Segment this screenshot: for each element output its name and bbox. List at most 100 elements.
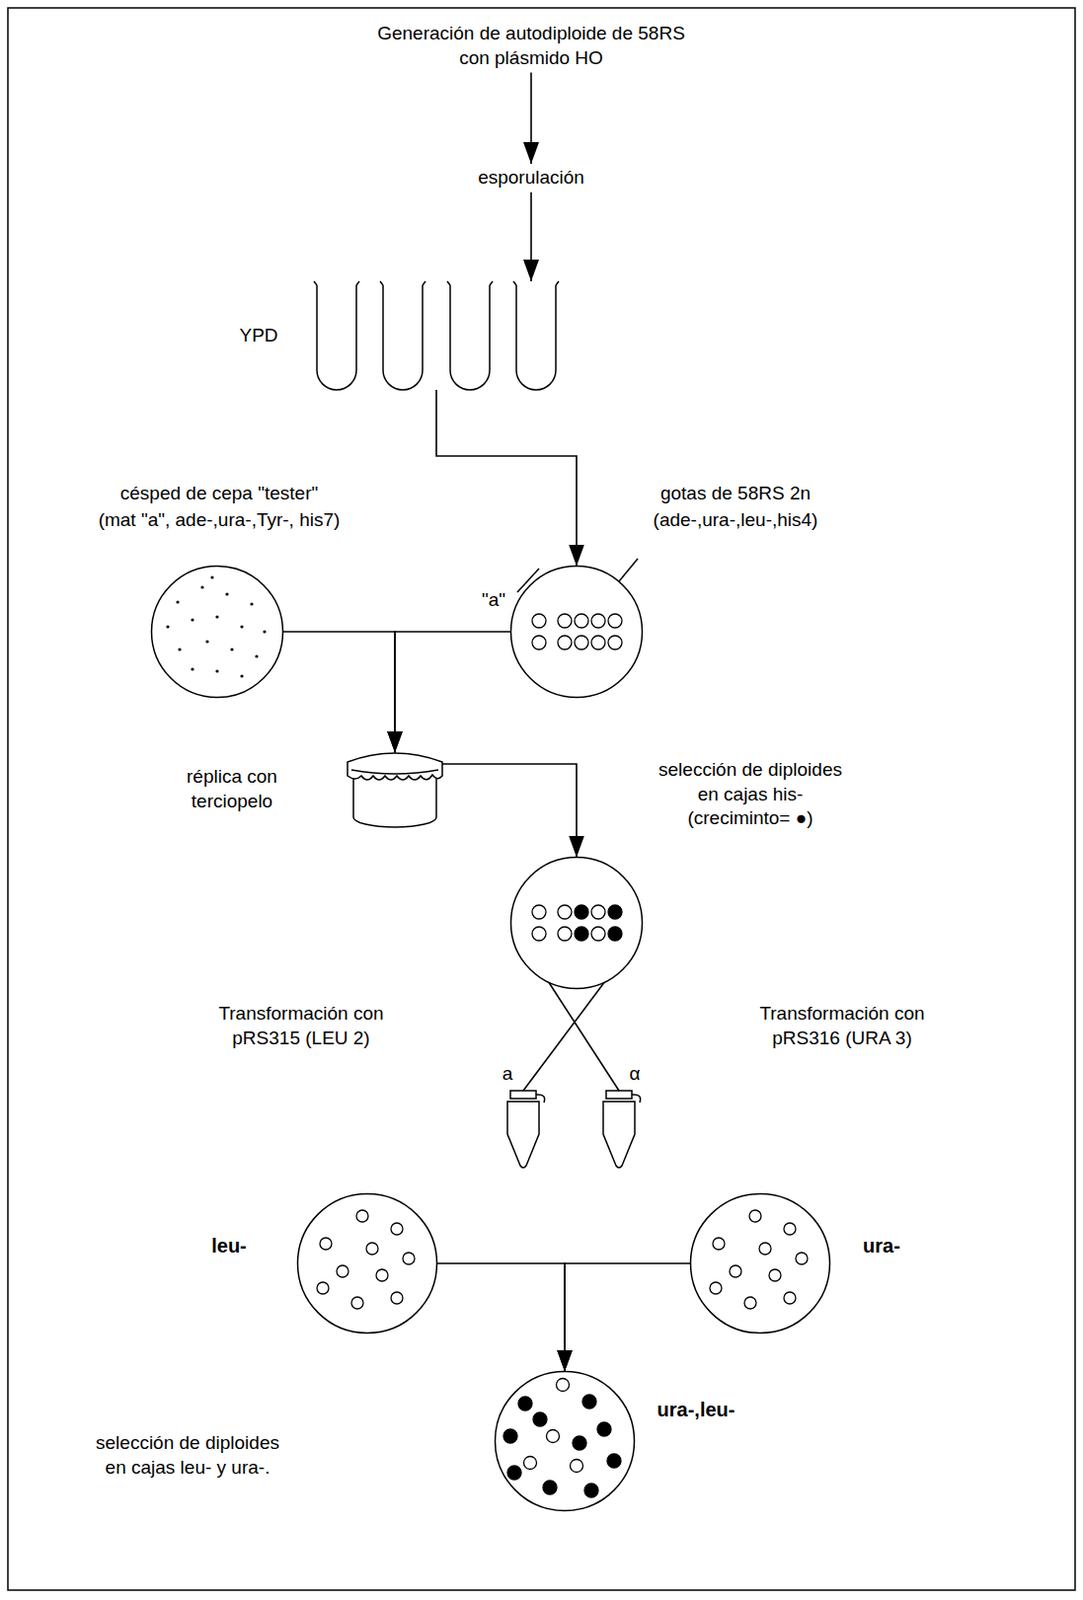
drop — [608, 635, 622, 650]
tube-lip — [513, 281, 559, 286]
drop — [557, 905, 572, 920]
petri-dish-outline — [493, 1370, 636, 1513]
leu-colonies — [316, 1210, 415, 1310]
velvet-replicator-outline — [345, 742, 445, 830]
connector-arrow — [394, 631, 512, 754]
velvet-cloth — [347, 753, 443, 780]
grown-colony — [507, 1466, 522, 1480]
tube-body — [603, 1101, 635, 1168]
drop — [532, 905, 546, 920]
petri-dish: selección de diploides en cajas his- (cr… — [509, 855, 644, 991]
node-label: gotas de 58RS 2n — [660, 481, 811, 507]
grown-colony — [533, 1412, 547, 1427]
grown-colony — [503, 1429, 518, 1444]
connector-arrow — [523, 982, 605, 1091]
colony — [570, 1460, 584, 1473]
step-text: Generación de autodiploide de 58RS con p… — [364, 19, 698, 73]
lawn-dot — [200, 585, 204, 589]
node-label: (mat "a", ade-,ura-,Tyr-, his7) — [98, 508, 341, 534]
node-label: césped de cepa "tester" — [120, 481, 318, 507]
test-tube — [516, 285, 556, 390]
grown-colony — [582, 1394, 597, 1409]
colony — [319, 1237, 332, 1250]
colony — [336, 1265, 349, 1278]
colony — [709, 1282, 722, 1295]
connector-arrow — [530, 192, 533, 282]
plate-mark — [618, 558, 638, 582]
drop — [574, 614, 589, 628]
colony — [390, 1292, 403, 1305]
eppendorf-tube-outline — [501, 1090, 545, 1170]
drop — [557, 635, 572, 650]
figure-frame — [7, 7, 1076, 1591]
lawn-dot — [190, 618, 194, 621]
drop — [557, 927, 572, 941]
plate-outline — [298, 1194, 438, 1334]
note-label: Transformación con pRS315 (LEU 2) — [207, 1002, 395, 1051]
eppendorf-tube: a — [501, 1090, 545, 1170]
colony — [783, 1292, 796, 1305]
drop — [608, 614, 622, 628]
tube-lip — [313, 281, 360, 286]
drop — [532, 635, 546, 650]
grown-colony — [518, 1396, 533, 1411]
velvet-band — [351, 770, 439, 774]
tube-cap — [606, 1090, 632, 1099]
colony — [366, 1242, 379, 1255]
lawn-dot — [262, 629, 266, 633]
lawn-dot — [215, 615, 219, 619]
tube-lip — [380, 281, 426, 286]
drops — [532, 614, 622, 650]
colony — [390, 1223, 403, 1236]
plate-outline — [511, 857, 643, 990]
lawn-dots — [165, 575, 266, 678]
petri-dish-outline — [689, 1192, 832, 1335]
connector-arrow — [530, 72, 533, 164]
petri-dish-outline — [509, 855, 644, 991]
lawn-dot — [177, 647, 181, 651]
node-label: (ade-,ura-,leu-,his4) — [653, 508, 819, 534]
node-label: selección de diploides en cajas his- (cr… — [651, 758, 850, 832]
lawn-dot — [215, 669, 219, 673]
colony — [376, 1269, 388, 1282]
drop — [591, 614, 606, 628]
lawn-dot — [165, 624, 169, 628]
drop — [591, 927, 606, 941]
drop — [532, 614, 546, 628]
eppendorf-tube-outline — [597, 1090, 641, 1170]
colony — [759, 1242, 772, 1255]
colony — [402, 1252, 415, 1265]
note-label: Transformación con pRS316 (URA 3) — [748, 1002, 936, 1051]
replica-drops — [532, 905, 622, 941]
colony — [546, 1430, 560, 1444]
velvet-replicator: réplica con terciopelo — [345, 742, 445, 830]
plate-outline — [691, 1194, 831, 1334]
culture-tubes-outline — [312, 281, 560, 390]
grown-colony — [542, 1480, 557, 1495]
lawn-dot — [239, 674, 243, 678]
colony — [783, 1223, 796, 1236]
node-label: réplica con terciopelo — [172, 765, 292, 814]
lawn-dot — [175, 600, 179, 604]
lawn-dot — [249, 602, 253, 606]
plate-outline — [152, 566, 284, 698]
colony — [749, 1210, 762, 1223]
petri-dish: ura- — [689, 1192, 832, 1335]
colony — [524, 1457, 538, 1470]
note-label: "a" — [481, 588, 506, 614]
node-label: selección de diploides en cajas leu- y u… — [88, 1431, 287, 1480]
lawn-dot — [205, 639, 209, 643]
ura-colonies — [709, 1210, 808, 1310]
connector-arrow — [548, 982, 619, 1091]
colony — [356, 1210, 369, 1223]
lawn-dot — [210, 575, 214, 579]
step-text: esporulación — [473, 163, 589, 193]
node-label: leu- — [211, 1233, 247, 1259]
grown-drop — [574, 905, 589, 920]
node-label: YPD — [238, 323, 278, 349]
colony — [729, 1265, 742, 1278]
test-tube — [383, 285, 423, 390]
colony — [795, 1252, 808, 1265]
